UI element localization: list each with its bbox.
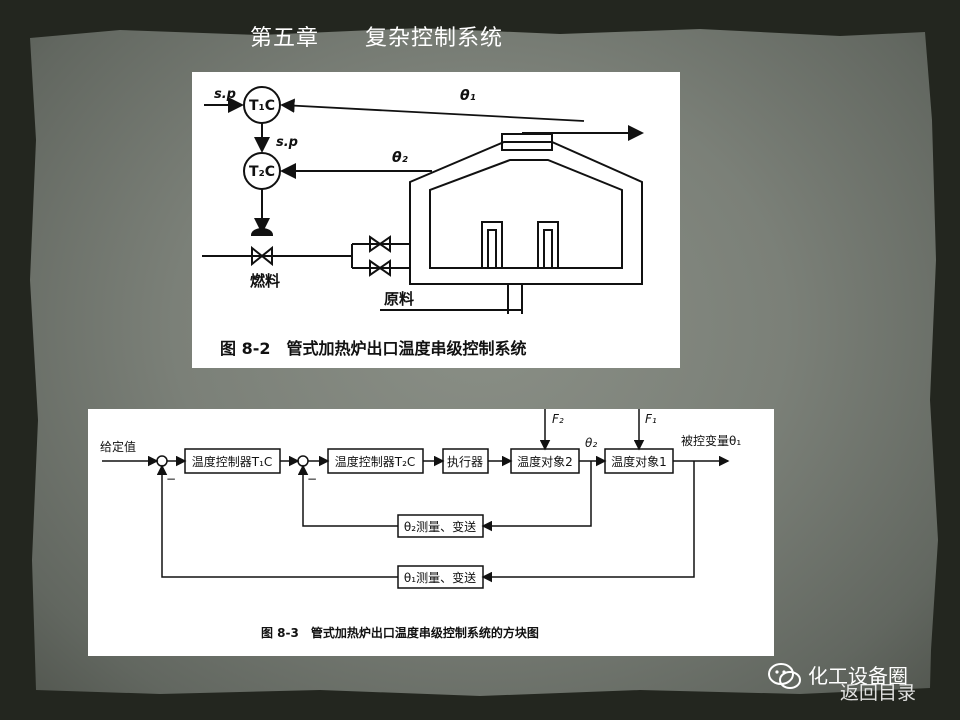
theta2-signal-label: θ₂ — [585, 436, 597, 450]
tube-coil-left — [481, 221, 503, 268]
furnace-stack — [501, 133, 553, 151]
minus-sign-1: − — [166, 472, 176, 486]
theta1-signal-line — [280, 98, 585, 122]
sp1-label: s.p — [214, 87, 236, 102]
minus-sign-2: − — [307, 472, 317, 486]
f2-label: F₂ — [552, 412, 564, 426]
object1-label: 温度对象1 — [611, 454, 667, 469]
fuel-control-valve — [251, 245, 273, 267]
feed-label: 原料 — [384, 290, 414, 308]
cascade-block-diagram: 给定值 − − 温度控制器T₁C 温度控制器T₂C 执行器 温度对象2 温度对象… — [100, 409, 741, 640]
inner-feedback-path — [481, 461, 592, 532]
object2-label: 温度对象2 — [517, 454, 573, 469]
wechat-icon — [768, 663, 801, 689]
theta1-label: θ₁ — [460, 88, 476, 104]
measure-theta2-label: θ₂测量、变送 — [404, 519, 476, 534]
furnace-body — [409, 141, 643, 285]
f1-label: F₁ — [645, 412, 657, 426]
furnace-process-diagram: s.p s.p T₁C T₂C θ₁ θ₂ 燃料 原料 图 8-2 管式加热炉出… — [202, 86, 644, 358]
tube-coil-right — [537, 221, 559, 268]
watermark-text: 化工设备圈 — [808, 664, 908, 688]
actuator-label: 执行器 — [447, 455, 483, 469]
figure-8-2-caption: 图 8-2 管式加热炉出口温度串级控制系统 — [220, 339, 526, 358]
controller-t1c-label: 温度控制器T₁C — [192, 454, 273, 469]
figure-8-3-caption: 图 8-3 管式加热炉出口温度串级控制系统的方块图 — [261, 625, 539, 640]
fuel-label: 燃料 — [250, 272, 280, 290]
figure-8-2-panel: s.p s.p T₁C T₂C θ₁ θ₂ 燃料 原料 图 8-2 管式加热炉出… — [192, 72, 680, 368]
measure-theta1-label: θ₁测量、变送 — [404, 570, 476, 585]
slide-title: 第五章 复杂控制系统 — [250, 26, 504, 51]
setpoint-label: 给定值 — [100, 439, 136, 454]
t2c-label: T₂C — [249, 164, 275, 180]
summing-junction-1 — [156, 455, 168, 467]
watermark: 化工设备圈 — [768, 658, 958, 704]
figure-8-3-panel: 给定值 − − 温度控制器T₁C 温度控制器T₂C 执行器 温度对象2 温度对象… — [88, 409, 774, 656]
back-to-contents-link[interactable]: 返回目录 — [840, 682, 917, 704]
burner-valve-upper — [369, 235, 391, 253]
output-label: 被控变量θ₁ — [681, 433, 741, 448]
sp2-label: s.p — [276, 135, 298, 150]
summing-junction-2 — [297, 455, 309, 467]
outer-feedback-path — [481, 461, 695, 583]
theta2-label: θ₂ — [392, 150, 409, 166]
t1c-label: T₁C — [249, 98, 275, 114]
controller-t2c-label: 温度控制器T₂C — [335, 454, 416, 469]
burner-valve-lower — [369, 259, 391, 277]
